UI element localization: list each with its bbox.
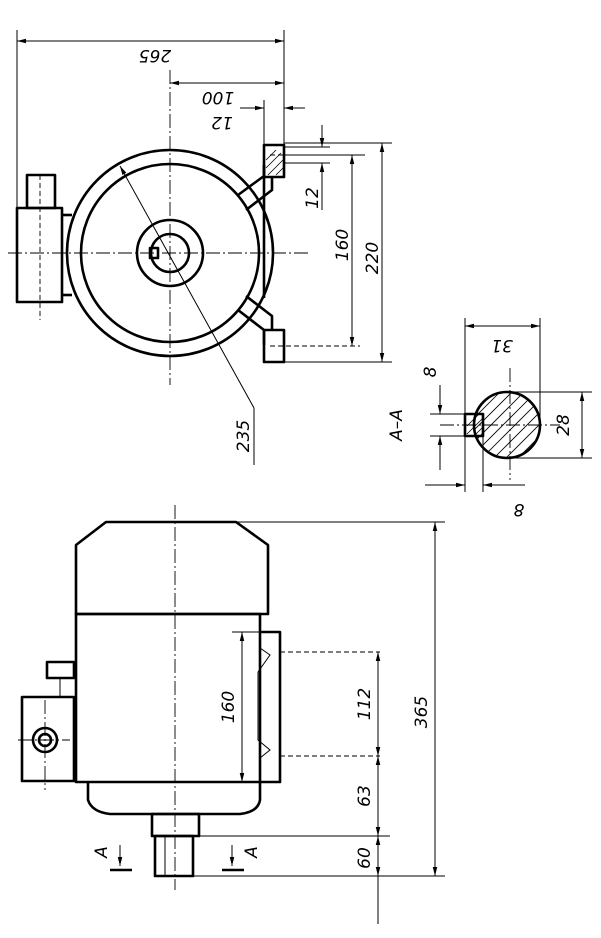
- dim-265-label: 265: [139, 45, 171, 65]
- dim-12-top-label: 12: [211, 112, 233, 132]
- dim-365-label: 365: [412, 696, 432, 728]
- cable-gland: [25, 173, 57, 210]
- shaft-hatching: [475, 393, 539, 457]
- dim-220-label: 220: [363, 242, 383, 274]
- keyway: [148, 246, 160, 260]
- dim-12-side-label: 12: [303, 187, 323, 209]
- front-shield: [86, 782, 262, 816]
- shaft: [153, 834, 195, 878]
- end-view: 265 100 12 12 160 220 235: [8, 30, 392, 465]
- section-title: A–A: [387, 409, 407, 442]
- section-a-a: 31 8 8 28 A–A: [387, 318, 592, 519]
- terminal-box: [15, 206, 64, 304]
- upper-mount-lug: [262, 143, 286, 179]
- section-mark-right-label: A: [242, 846, 262, 859]
- rear-cover: [74, 520, 270, 616]
- dim-8-horizontal-label: 8: [513, 499, 524, 519]
- section-mark-left-label: A: [92, 846, 112, 859]
- lower-mount-lug: [262, 328, 286, 364]
- dim-112-label: 112: [355, 688, 375, 720]
- housing-outer-circle: [65, 148, 275, 358]
- housing-inner-circle: [79, 162, 261, 344]
- dim-28-label: 28: [554, 414, 574, 436]
- side-gland: [45, 660, 76, 680]
- dim-front-160-label: 160: [219, 691, 239, 723]
- dim-60-label: 60: [355, 847, 375, 869]
- dim-100-label: 100: [202, 87, 234, 107]
- dim-31-label: 31: [491, 335, 513, 355]
- dim-235-label: 235: [234, 420, 254, 452]
- shaft-collar: [150, 812, 201, 838]
- dim-8-vertical-label: 8: [421, 366, 441, 377]
- dim-160-label: 160: [333, 229, 353, 261]
- dim-235-leader: [119, 165, 255, 409]
- flange-plate: [260, 630, 282, 784]
- hub-circle: [135, 218, 205, 288]
- side-view: 160 112 63 60 365 A A: [18, 505, 445, 924]
- side-terminal-box: [20, 695, 76, 783]
- motor-body: [74, 612, 262, 784]
- dim-63-label: 63: [355, 785, 375, 807]
